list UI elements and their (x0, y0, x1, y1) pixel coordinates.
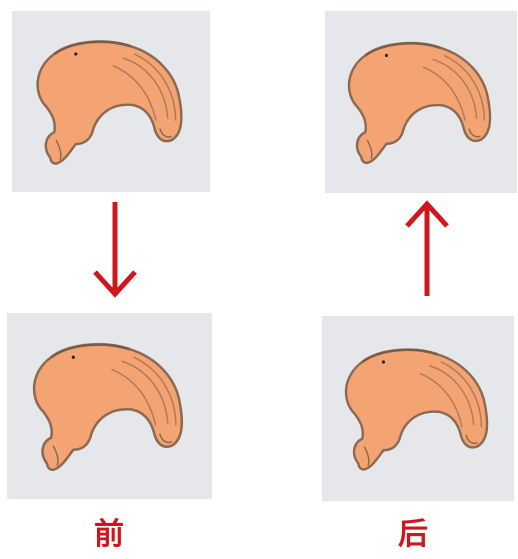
hand-panel-bottom-right (322, 316, 514, 501)
label-after: 后 (398, 520, 428, 550)
hand-panel-bottom-left (7, 313, 212, 499)
curled-hand-illustration (325, 11, 517, 193)
hand-panel-top-right (325, 11, 517, 193)
hand-panel-top-left (12, 11, 210, 192)
arrow-up-icon (402, 198, 452, 298)
curled-hand-illustration (12, 11, 210, 192)
curled-hand-illustration (322, 316, 514, 501)
arrow-down-icon (90, 200, 140, 300)
curled-hand-illustration (7, 313, 212, 499)
label-before: 前 (94, 520, 124, 550)
